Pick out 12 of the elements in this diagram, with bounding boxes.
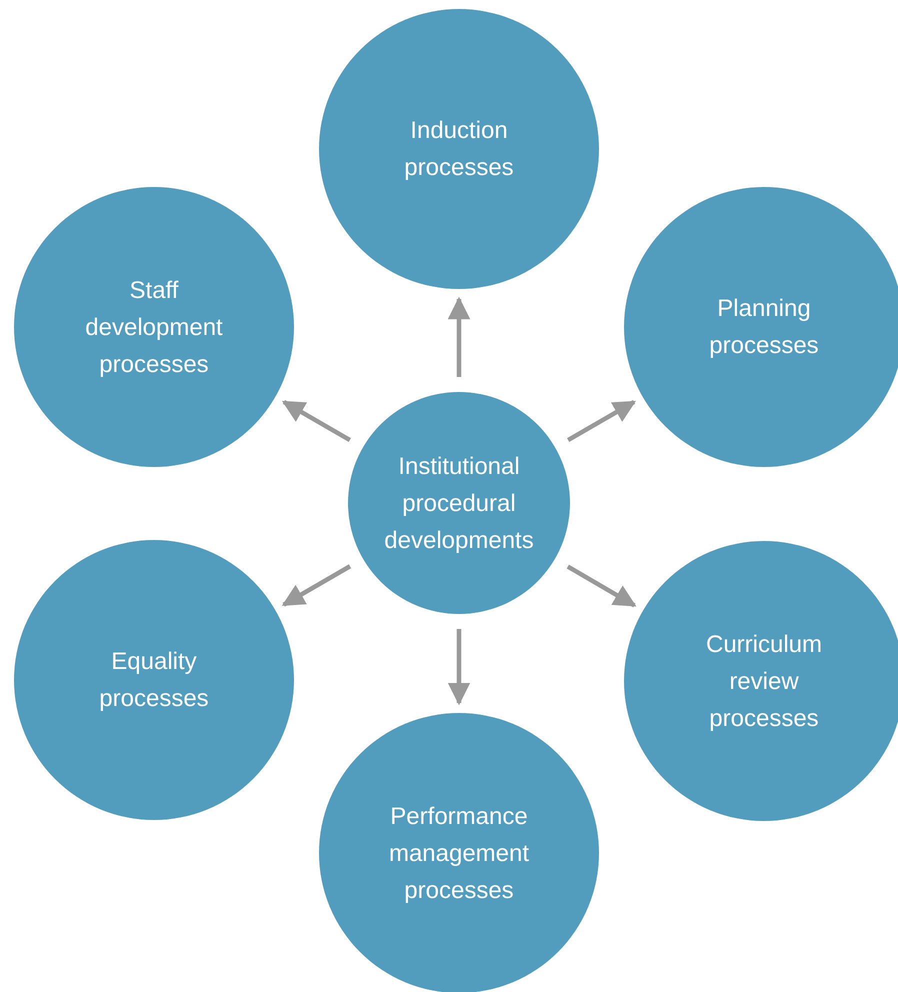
process-label: Equality processes [98, 647, 210, 714]
process-label: Planning processes [708, 294, 820, 361]
process-label: Curriculum review processes [704, 630, 823, 734]
process-label: Performance management processes [388, 802, 530, 906]
process-label: Staff development processes [84, 276, 224, 380]
arrow [448, 296, 470, 377]
process-label: Induction processes [403, 116, 515, 183]
arrow [282, 400, 351, 442]
arrow [448, 629, 470, 706]
arrow [567, 400, 636, 442]
arrow [282, 564, 352, 607]
process-label: Institutional procedural developments [383, 452, 535, 556]
